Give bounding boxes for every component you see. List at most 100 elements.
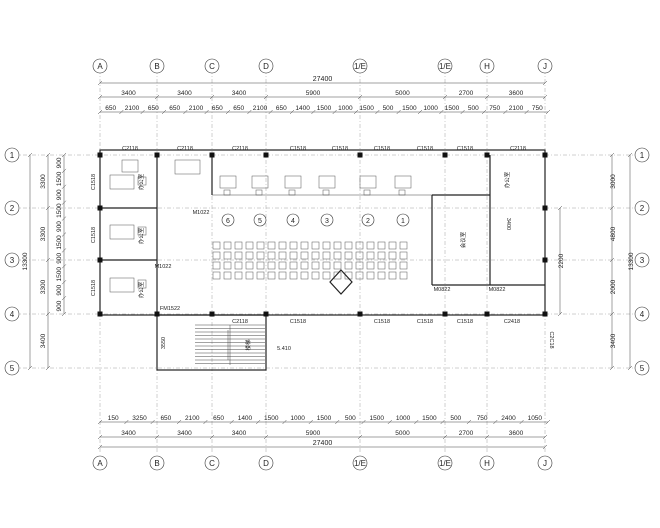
top-bay-dim-text: 5000 [395, 90, 410, 97]
top-detail-dim-text: 2100 [253, 105, 268, 112]
room-label: 楼梯 [244, 339, 252, 351]
left-detail-dim-text: 1500 [56, 267, 63, 282]
office-chair [137, 226, 147, 236]
column-axis-bubble [204, 455, 220, 471]
training-seat [311, 241, 320, 250]
top-detail-dim-tick [140, 109, 145, 115]
training-seat [223, 271, 232, 280]
training-seat [256, 261, 265, 270]
row-axis-label: 3 [640, 256, 645, 265]
structural-column [484, 152, 490, 158]
bottom-detail-dim-tick [176, 419, 182, 425]
room-label: 办公室 [137, 227, 145, 244]
bottom-detail-dim-tick [229, 419, 234, 425]
training-seat [267, 261, 276, 270]
top-detail-dim-tick [97, 109, 103, 115]
workstation-row-bubble [221, 213, 235, 227]
window-label-left: C1518 [91, 227, 97, 243]
left-detail-dim-tick [61, 200, 67, 205]
window-label-left: C1518 [91, 174, 97, 190]
top-detail-dim-tick [204, 109, 209, 115]
structural-column [542, 205, 548, 211]
column-axis-label: D [263, 62, 269, 71]
right-row-dim-text: 4800 [610, 226, 617, 241]
top-detail-dim-text: 650 [169, 105, 180, 112]
structural-column [263, 152, 269, 158]
door-label: M1022 [193, 210, 210, 216]
row-axis-bubble [634, 147, 650, 163]
workstation-row-bubble [396, 213, 410, 227]
training-seat [223, 251, 232, 260]
training-seat [212, 241, 221, 250]
training-seat [278, 271, 287, 280]
window-label-top: C1518 [374, 146, 390, 152]
bottom-detail-dim-tick [440, 419, 445, 425]
workstation-row-bubble [286, 213, 300, 227]
bottom-bay-dim-text: 3400 [121, 430, 136, 437]
left-detail-dim-text: 900 [56, 253, 63, 264]
column-axis-bubble [352, 58, 368, 74]
training-seat [289, 241, 298, 250]
right-extra-dim-text: 2200 [558, 253, 565, 268]
top-detail-dim-text: 650 [276, 105, 287, 112]
bottom-detail-dim-text: 500 [450, 415, 461, 422]
left-detail-dim-tick [61, 264, 67, 269]
right-row-dim-tick [609, 152, 615, 158]
office-chair [288, 189, 296, 196]
training-seat [366, 251, 375, 260]
bottom-detail-dim-tick [203, 419, 208, 425]
bottom-detail-dim-text: 650 [213, 415, 224, 422]
top-bay-dim-text: 3400 [232, 90, 247, 97]
structural-column [209, 152, 215, 158]
left-detail-dim-tick [61, 295, 67, 301]
training-seat [388, 251, 397, 260]
training-seat [234, 271, 243, 280]
bottom-bay-dim-tick [97, 434, 103, 440]
office-chair [223, 189, 231, 196]
training-seat [311, 251, 320, 260]
training-seat [322, 241, 331, 250]
bottom-detail-dim-text: 1500 [369, 415, 384, 422]
top-detail-dim-text: 1400 [295, 105, 310, 112]
top-detail-dim-tick [247, 109, 252, 115]
row-axis-label: 3 [10, 256, 15, 265]
top-overall-dim-tick [542, 80, 548, 86]
training-seat [212, 271, 221, 280]
left-detail-dim-tick [61, 232, 67, 237]
training-seat [300, 271, 309, 280]
row-axis-bubble [634, 306, 650, 322]
top-detail-dim-tick [161, 109, 167, 115]
top-bay-dim-tick [542, 94, 548, 100]
left-total-dim-text: 13300 [22, 252, 29, 270]
bottom-detail-dim-tick [97, 419, 103, 425]
training-seat [377, 241, 386, 250]
training-seat [355, 271, 364, 280]
row-axis-label: 1 [10, 151, 15, 160]
row-axis-label: 1 [640, 151, 645, 160]
workstation-desk [359, 175, 377, 189]
training-seat [289, 251, 298, 260]
top-overall-dim-tick [97, 80, 103, 86]
top-detail-dim-text: 1500 [402, 105, 417, 112]
bottom-detail-dim-tick [150, 419, 155, 425]
structural-column [154, 152, 160, 158]
top-detail-dim-text: 2100 [189, 105, 204, 112]
training-seat [212, 261, 221, 270]
bottom-overall-dim-text: 27400 [313, 440, 333, 447]
structural-column [542, 311, 548, 317]
row-axis-bubble [4, 360, 20, 376]
workstation-row-number: 3 [325, 218, 329, 225]
left-detail-dim-tick [61, 280, 67, 285]
training-seat [245, 261, 254, 270]
row-axis-bubble [4, 306, 20, 322]
top-bay-dim-text: 3400 [177, 90, 192, 97]
top-detail-dim-text: 650 [212, 105, 223, 112]
bottom-bay-dim-text: 3600 [509, 430, 524, 437]
top-detail-dim-text: 650 [148, 105, 159, 112]
top-bay-dim-tick [97, 94, 103, 100]
column-axis-bubble [479, 58, 495, 74]
training-seat [322, 251, 331, 260]
column-axis-label: H [484, 459, 490, 468]
workstation-row-number: 6 [226, 218, 230, 225]
